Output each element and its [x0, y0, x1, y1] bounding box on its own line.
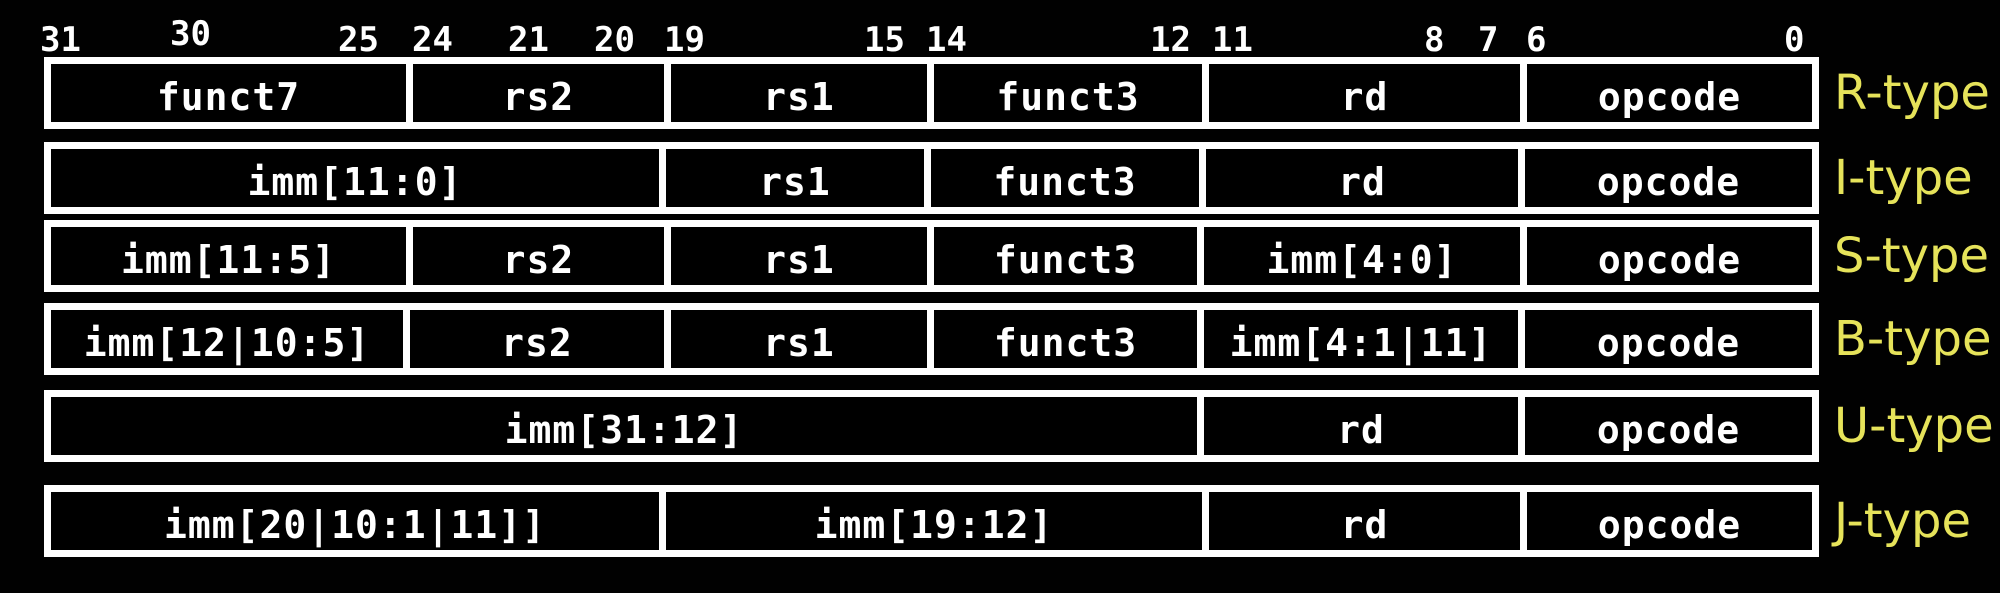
- field-divider: [927, 64, 934, 122]
- field-divider: [659, 492, 666, 550]
- bit-label-25: 25: [338, 20, 379, 60]
- field-divider: [664, 310, 671, 368]
- field-divider: [403, 310, 410, 368]
- field-rs2: rs2: [501, 321, 573, 365]
- field-divider: [1520, 64, 1527, 122]
- field-imm-4-0: imm[4:0]: [1266, 238, 1458, 282]
- field-opcode: opcode: [1596, 160, 1741, 204]
- field-divider: [1202, 492, 1209, 550]
- field-funct7: funct7: [156, 75, 301, 119]
- bit-label-12: 12: [1150, 20, 1191, 60]
- field-rs2: rs2: [502, 238, 575, 282]
- field-divider: [1197, 227, 1204, 285]
- i-type-format-row: imm[11:0] rs1 funct3 rd opcode: [44, 142, 1819, 214]
- format-type-label-b: B-type: [1834, 311, 1992, 367]
- field-divider: [1518, 149, 1525, 207]
- bit-label-24: 24: [412, 20, 453, 60]
- field-divider: [1518, 397, 1525, 455]
- bit-label-14: 14: [926, 20, 967, 60]
- field-divider: [406, 64, 413, 122]
- bit-label-11: 11: [1212, 20, 1253, 60]
- field-rs1: rs1: [763, 238, 835, 282]
- format-type-label-j: J-type: [1834, 493, 1971, 549]
- field-divider: [1520, 492, 1527, 550]
- bit-label-19: 19: [664, 20, 705, 60]
- field-rs1: rs1: [763, 75, 835, 119]
- field-imm-31-12: imm[31:12]: [504, 408, 744, 452]
- field-divider: [927, 310, 934, 368]
- field-opcode: opcode: [1597, 503, 1742, 547]
- field-divider: [1518, 310, 1525, 368]
- bit-label-0: 0: [1784, 20, 1805, 60]
- field-imm-4-1-11: imm[4:1|11]: [1229, 321, 1493, 365]
- bit-label-8: 8: [1424, 20, 1445, 60]
- field-divider: [406, 227, 413, 285]
- field-funct3: funct3: [993, 238, 1138, 282]
- b-type-format-row: imm[12|10:5] rs2 rs1 funct3 imm[4:1|11] …: [44, 303, 1819, 375]
- r-type-format-row: funct7 rs2 rs1 funct3 rd opcode: [44, 57, 1819, 129]
- bit-label-30: 30: [170, 14, 211, 54]
- bit-label-20: 20: [594, 20, 635, 60]
- field-imm-11-5: imm[11:5]: [121, 238, 336, 282]
- field-imm-12-10-5: imm[12|10:5]: [83, 321, 371, 365]
- bit-label-6: 6: [1526, 20, 1547, 60]
- field-rd: rd: [1337, 408, 1385, 452]
- field-divider: [924, 149, 931, 207]
- field-rs1: rs1: [759, 160, 831, 204]
- j-type-format-row: imm[20|10:1|11]] imm[19:12] rd opcode: [44, 485, 1819, 557]
- field-divider: [664, 227, 671, 285]
- format-type-label-r: R-type: [1834, 65, 1990, 121]
- field-rd: rd: [1340, 75, 1389, 119]
- field-imm-20-10-1-11: imm[20|10:1|11]]: [163, 503, 547, 547]
- format-type-label-i: I-type: [1834, 150, 1973, 206]
- field-divider: [927, 227, 934, 285]
- field-opcode: opcode: [1597, 238, 1742, 282]
- field-divider: [664, 64, 671, 122]
- field-imm-11-0: imm[11:0]: [247, 160, 463, 204]
- field-divider: [1202, 64, 1209, 122]
- field-funct3: funct3: [993, 321, 1138, 365]
- u-type-format-row: imm[31:12] rd opcode: [44, 390, 1819, 462]
- field-rs2: rs2: [502, 75, 575, 119]
- field-divider: [1197, 310, 1204, 368]
- field-funct3: funct3: [996, 75, 1140, 119]
- bit-label-7: 7: [1478, 20, 1499, 60]
- bit-label-15: 15: [864, 20, 905, 60]
- field-rd: rd: [1340, 503, 1389, 547]
- field-rd: rd: [1338, 160, 1386, 204]
- bit-label-21: 21: [508, 20, 549, 60]
- field-opcode: opcode: [1597, 75, 1742, 119]
- bit-label-31: 31: [40, 20, 81, 60]
- field-divider: [1520, 227, 1527, 285]
- field-divider: [1199, 149, 1206, 207]
- s-type-format-row: imm[11:5] rs2 rs1 funct3 imm[4:0] opcode: [44, 220, 1819, 292]
- format-type-label-s: S-type: [1834, 228, 1990, 284]
- field-divider: [1197, 397, 1204, 455]
- format-type-label-u: U-type: [1834, 398, 1994, 454]
- field-imm-19-12: imm[19:12]: [814, 503, 1054, 547]
- field-funct3: funct3: [993, 160, 1137, 204]
- field-rs1: rs1: [763, 321, 835, 365]
- field-opcode: opcode: [1596, 408, 1741, 452]
- field-divider: [659, 149, 666, 207]
- field-opcode: opcode: [1596, 321, 1741, 365]
